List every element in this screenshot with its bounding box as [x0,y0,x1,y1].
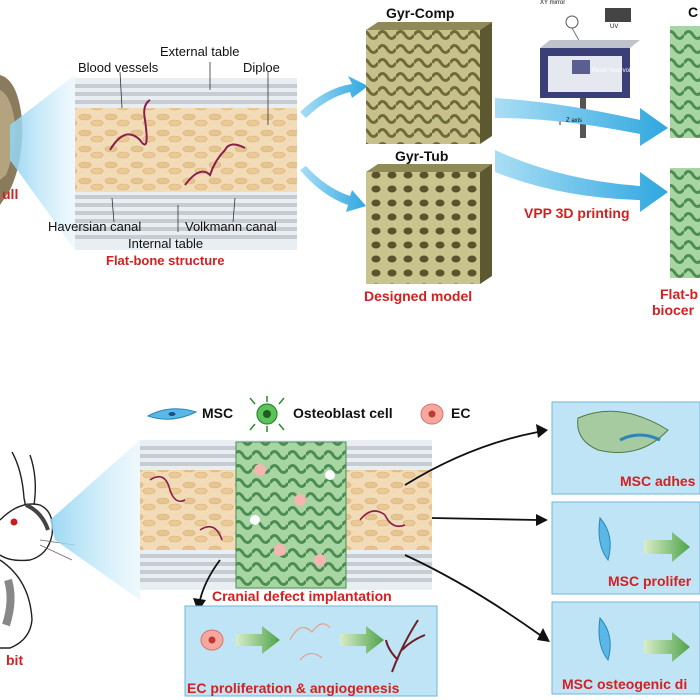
panel-ec-angiogenesis [184,605,438,697]
label-diploe: Diploe [243,60,280,75]
arrow-to-proliferation [431,517,539,521]
panel-msc-proliferation [551,501,700,595]
arrow-print-lower [495,150,668,212]
arrow-to-ec-panel [199,559,221,601]
label-haversian-canal: Haversian canal [48,219,142,234]
right-caption-line1: Flat-b [660,286,699,302]
printer-uv-label: UV [610,24,619,30]
panel-caption-adhesion: MSC adhes [620,473,696,489]
green-scaffold-top [670,26,700,138]
panel-caption-proliferation: MSC prolifer [608,573,692,589]
arrowhead-proliferation [536,514,548,526]
arrowhead-ec [193,598,206,612]
gyr-comp-title: Gyr-Comp [386,5,455,21]
magnify-beam-bottom [50,440,140,600]
vpp-printing-caption: VPP 3D printing [524,205,630,221]
rabbit-label: bit [6,652,24,668]
label-blood-vessels: Blood vessels [78,60,159,75]
arrow-to-gyr-tub [300,166,366,212]
arrow-print-upper [495,98,668,146]
msc-legend-icon [146,408,198,420]
magnify-beam-top [10,75,75,250]
right-caption-line2: biocer [652,302,695,318]
legend-msc-label: MSC [202,405,234,421]
panel-msc-osteogenic [551,601,700,695]
arrowhead-adhesion [536,424,548,438]
label-internal-table: Internal table [128,236,204,251]
right-title-fragment: C [688,4,699,20]
printer-reservoir-label: Resin reservoir [592,68,633,74]
ec-caption: EC proliferation & angiogenesis [187,680,400,696]
osteoblast-legend-icon [249,396,285,432]
printer-axis-label: Z axis [566,118,583,124]
designed-model-caption: Designed model [364,288,473,304]
arrow-to-adhesion [404,431,539,486]
arrowhead-osteogenic [537,628,550,642]
ec-legend-icon [420,403,444,425]
arrow-to-gyr-comp [300,76,368,118]
panel-msc-adhesion [551,401,700,495]
flat-bone-caption: Flat-bone structure [106,253,225,268]
skull-label: ull [2,186,19,202]
legend-osteoblast-label: Osteoblast cell [293,405,393,421]
implant-caption: Cranial defect implantation [212,588,392,604]
implant-section [140,440,432,590]
green-scaffold-bottom [670,168,700,278]
gyr-tub-model [366,164,492,284]
arrow-to-osteogenic [404,554,541,636]
label-external-table: External table [160,44,240,59]
gyr-tub-title: Gyr-Tub [395,148,449,164]
rabbit-illustration [0,451,76,649]
legend-ec-label: EC [451,405,471,421]
label-volkmann-canal: Volkmann canal [185,219,277,234]
panel-caption-osteogenic: MSC osteogenic di [562,676,688,692]
printer-mirror-label: XY mirror [540,0,566,6]
gyr-comp-model [366,22,492,144]
flat-bone-section [75,62,297,250]
